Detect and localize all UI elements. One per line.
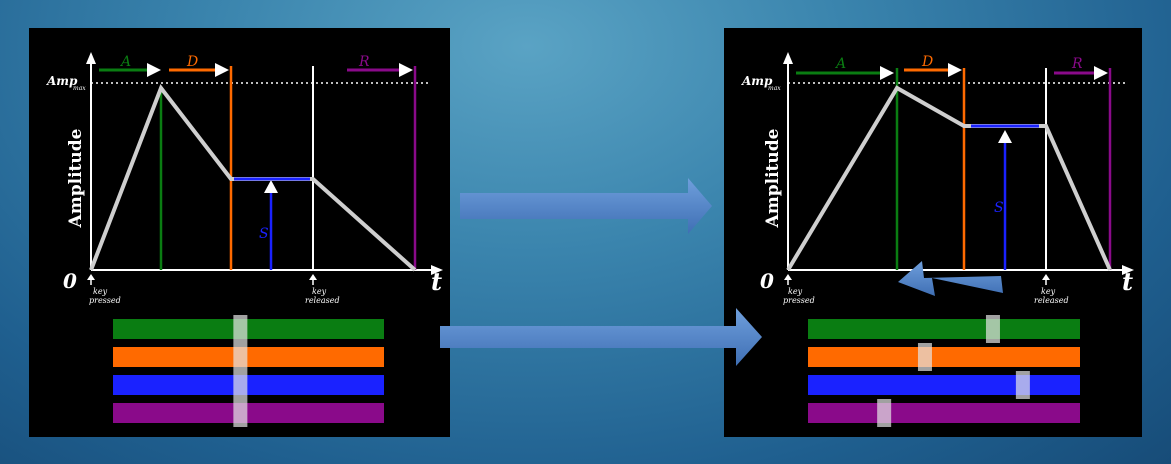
- release-slider-handle[interactable]: [877, 399, 892, 427]
- sustain-arrowhead: [264, 180, 278, 193]
- adsr-sliders-left: [113, 315, 384, 427]
- amp-max-subscript: max: [768, 85, 781, 92]
- key-released-label-1: key: [312, 287, 327, 296]
- decay-slider-track[interactable]: [113, 347, 384, 367]
- attack-slider-handle[interactable]: [985, 315, 1000, 343]
- decay-slider-handle[interactable]: [233, 343, 248, 371]
- amp-max-subscript: max: [73, 85, 86, 92]
- release-span-arrowhead: [399, 63, 413, 77]
- y-axis-label: Amplitude: [66, 128, 86, 228]
- amp-max-label: Amp: [741, 74, 773, 88]
- amp-max-label: Amp: [46, 74, 78, 88]
- adsr-graph-left: A D S R Amp max Amplitude 0 t key presse…: [46, 52, 443, 427]
- key-pressed-arrowhead: [784, 274, 792, 280]
- key-pressed-arrowhead: [87, 274, 95, 280]
- adsr-envelope: [786, 85, 1112, 272]
- upper-transition-arrow: [460, 178, 712, 234]
- y-axis-arrowhead: [783, 52, 793, 64]
- attack-label: A: [119, 54, 131, 70]
- origin-label: 0: [760, 269, 774, 293]
- adsr-diagram-right: A D S R Amp max Amplitude 0 t key presse…: [724, 28, 1142, 437]
- decay-label: D: [921, 54, 933, 70]
- release-slider-handle[interactable]: [233, 399, 248, 427]
- key-released-label-1: key: [1041, 287, 1056, 296]
- decay-slider-track[interactable]: [808, 347, 1080, 367]
- adsr-diagram-left: A D S R Amp max Amplitude 0 t key presse…: [29, 28, 450, 437]
- y-axis-arrowhead: [86, 52, 96, 64]
- release-label: R: [358, 54, 370, 70]
- adsr-envelope: [89, 83, 417, 272]
- key-pressed-label-2: pressed: [89, 296, 121, 305]
- sustain-slider-track[interactable]: [808, 375, 1080, 395]
- attack-slider-track[interactable]: [113, 319, 384, 339]
- release-slider-track[interactable]: [113, 403, 384, 423]
- key-released-arrowhead: [309, 274, 317, 280]
- sustain-slider-track[interactable]: [113, 375, 384, 395]
- attack-slider-track[interactable]: [808, 319, 1080, 339]
- decay-span-arrowhead: [948, 63, 962, 77]
- release-slider-track[interactable]: [808, 403, 1080, 423]
- time-label: t: [1122, 267, 1133, 296]
- origin-label: 0: [63, 269, 77, 293]
- sustain-label: S: [994, 200, 1004, 216]
- adsr-graph-right: A D S R Amp max Amplitude 0 t key presse…: [741, 52, 1134, 427]
- key-released-label-2: released: [305, 296, 340, 305]
- sustain-slider-handle[interactable]: [1015, 371, 1030, 399]
- decay-slider-handle[interactable]: [917, 343, 932, 371]
- decay-span-arrowhead: [215, 63, 229, 77]
- sustain-label: S: [259, 226, 269, 242]
- attack-span-arrowhead: [147, 63, 161, 77]
- attack-slider-handle[interactable]: [233, 315, 248, 343]
- key-released-arrowhead: [1042, 274, 1050, 280]
- key-pressed-label-1: key: [93, 287, 108, 296]
- release-label: R: [1071, 56, 1083, 72]
- decay-label: D: [186, 54, 198, 70]
- sustain-arrowhead: [998, 130, 1012, 143]
- time-label: t: [431, 267, 442, 296]
- release-span-arrowhead: [1094, 66, 1108, 80]
- x-axis-arrowhead: [431, 265, 443, 275]
- adsr-sliders-right: [808, 315, 1080, 427]
- key-pressed-label-2: pressed: [783, 296, 815, 305]
- sustain-slider-handle[interactable]: [233, 371, 248, 399]
- lower-transition-arrow: [440, 308, 762, 366]
- attack-span-arrowhead: [880, 66, 894, 80]
- x-axis-arrowhead: [1122, 265, 1134, 275]
- key-pressed-label-1: key: [788, 287, 803, 296]
- attack-label: A: [834, 56, 846, 72]
- y-axis-label: Amplitude: [763, 128, 783, 228]
- key-released-label-2: released: [1034, 296, 1069, 305]
